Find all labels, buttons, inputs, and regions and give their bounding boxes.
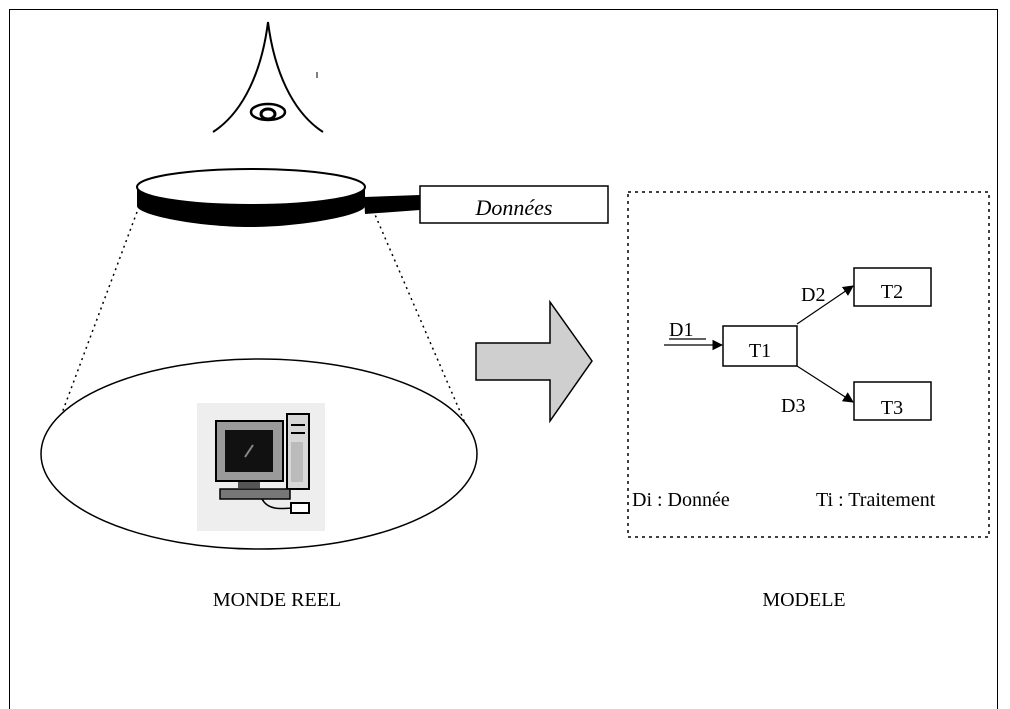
edge-d1-label: D1: [669, 319, 693, 341]
node-t3-label: T3: [881, 397, 903, 419]
edge-d2: [796, 285, 854, 325]
node-t2: T2: [853, 267, 932, 307]
node-t3: T3: [853, 381, 932, 421]
edge-d2-label: D2: [801, 284, 825, 306]
model-edges: [664, 285, 854, 403]
legend-data: Di : Donnée: [632, 489, 730, 511]
node-t1-label: T1: [749, 340, 771, 362]
donnees-label: Données: [475, 195, 553, 220]
magnifying-glass-icon: [136, 168, 420, 227]
donnees-box: Données: [419, 185, 609, 224]
node-t2-label: T2: [881, 281, 903, 303]
eye-icon: [212, 21, 324, 133]
model-box: [627, 191, 990, 538]
viewing-cone: [61, 209, 466, 424]
edge-d3: [796, 365, 854, 403]
legend-treatment: Ti : Traitement: [816, 489, 936, 511]
edge-d3-label: D3: [781, 395, 805, 417]
caption-modele: MODELE: [762, 589, 845, 611]
node-t1: T1: [722, 325, 798, 367]
caption-monde-reel: MONDE REEL: [213, 589, 341, 611]
diagram-frame: [9, 9, 998, 709]
arrow-right-icon: [475, 299, 593, 424]
computer-icon: [197, 403, 325, 531]
